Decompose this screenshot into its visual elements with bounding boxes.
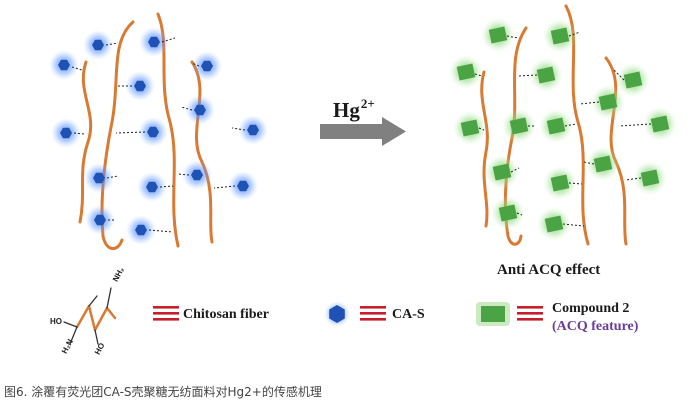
mol-ho-top: HO bbox=[50, 317, 62, 326]
compound-marker bbox=[539, 109, 573, 143]
hg-charge: 2+ bbox=[360, 96, 375, 111]
cas-marker bbox=[137, 172, 167, 202]
cas-marker bbox=[49, 50, 79, 80]
legend-chitosan-label: Chitosan fiber bbox=[183, 307, 269, 322]
left-fiber-4 bbox=[190, 60, 214, 244]
compound-marker bbox=[616, 63, 650, 97]
cas-marker bbox=[83, 30, 113, 60]
compound-marker bbox=[485, 155, 519, 189]
compound-marker bbox=[481, 18, 515, 52]
compound-marker bbox=[586, 147, 620, 181]
cas-marker bbox=[126, 215, 156, 245]
cas-marker bbox=[125, 71, 155, 101]
compound-marker bbox=[543, 19, 577, 53]
right-bonds bbox=[474, 31, 652, 227]
cas-marker bbox=[238, 115, 268, 145]
cas-marker bbox=[84, 163, 114, 193]
compound-marker bbox=[529, 58, 563, 92]
cas-marker bbox=[138, 117, 168, 147]
compound-marker bbox=[491, 196, 525, 230]
cas-marker bbox=[192, 51, 222, 81]
left-fiber-1 bbox=[78, 60, 93, 224]
chitosan-molecule-icon bbox=[63, 287, 117, 345]
cas-marker bbox=[182, 160, 212, 190]
cas-marker bbox=[85, 205, 115, 235]
left-bonds bbox=[71, 37, 246, 233]
compound-marker bbox=[449, 55, 483, 89]
legend-cas-label: CA-S bbox=[392, 307, 425, 322]
compound-marker bbox=[537, 207, 571, 241]
right-fiber-1 bbox=[480, 70, 489, 228]
legend-equals-2 bbox=[360, 306, 386, 321]
cas-marker bbox=[51, 118, 81, 148]
cas-marker bbox=[139, 27, 169, 57]
anti-acq-label: Anti ACQ effect bbox=[497, 262, 601, 278]
cas-marker bbox=[185, 95, 215, 125]
figure-caption: 图6. 涂覆有荧光团CA-S壳聚糖无纺面料对Hg2+的传感机理 bbox=[4, 385, 322, 399]
legend-compound-icon bbox=[476, 302, 510, 326]
right-compound-markers bbox=[449, 18, 677, 241]
legend-equals-1 bbox=[153, 306, 179, 321]
compound-marker bbox=[643, 107, 677, 141]
compound-marker bbox=[502, 109, 536, 143]
cas-marker bbox=[228, 171, 258, 201]
legend-cas-icon bbox=[324, 301, 350, 327]
hg-arrow-label: Hg2+ bbox=[333, 96, 375, 123]
compound-marker bbox=[453, 111, 487, 145]
legend-acq-feature-label: (ACQ feature) bbox=[552, 319, 639, 334]
left-cas-markers bbox=[49, 27, 268, 245]
compound-marker bbox=[543, 166, 577, 200]
legend-equals-3 bbox=[517, 306, 543, 321]
legend-compound-label: Compound 2 bbox=[552, 301, 630, 316]
compound-marker bbox=[591, 85, 625, 119]
hg-label: Hg bbox=[333, 98, 360, 122]
reaction-arrow bbox=[320, 117, 406, 146]
compound-marker bbox=[633, 161, 667, 195]
